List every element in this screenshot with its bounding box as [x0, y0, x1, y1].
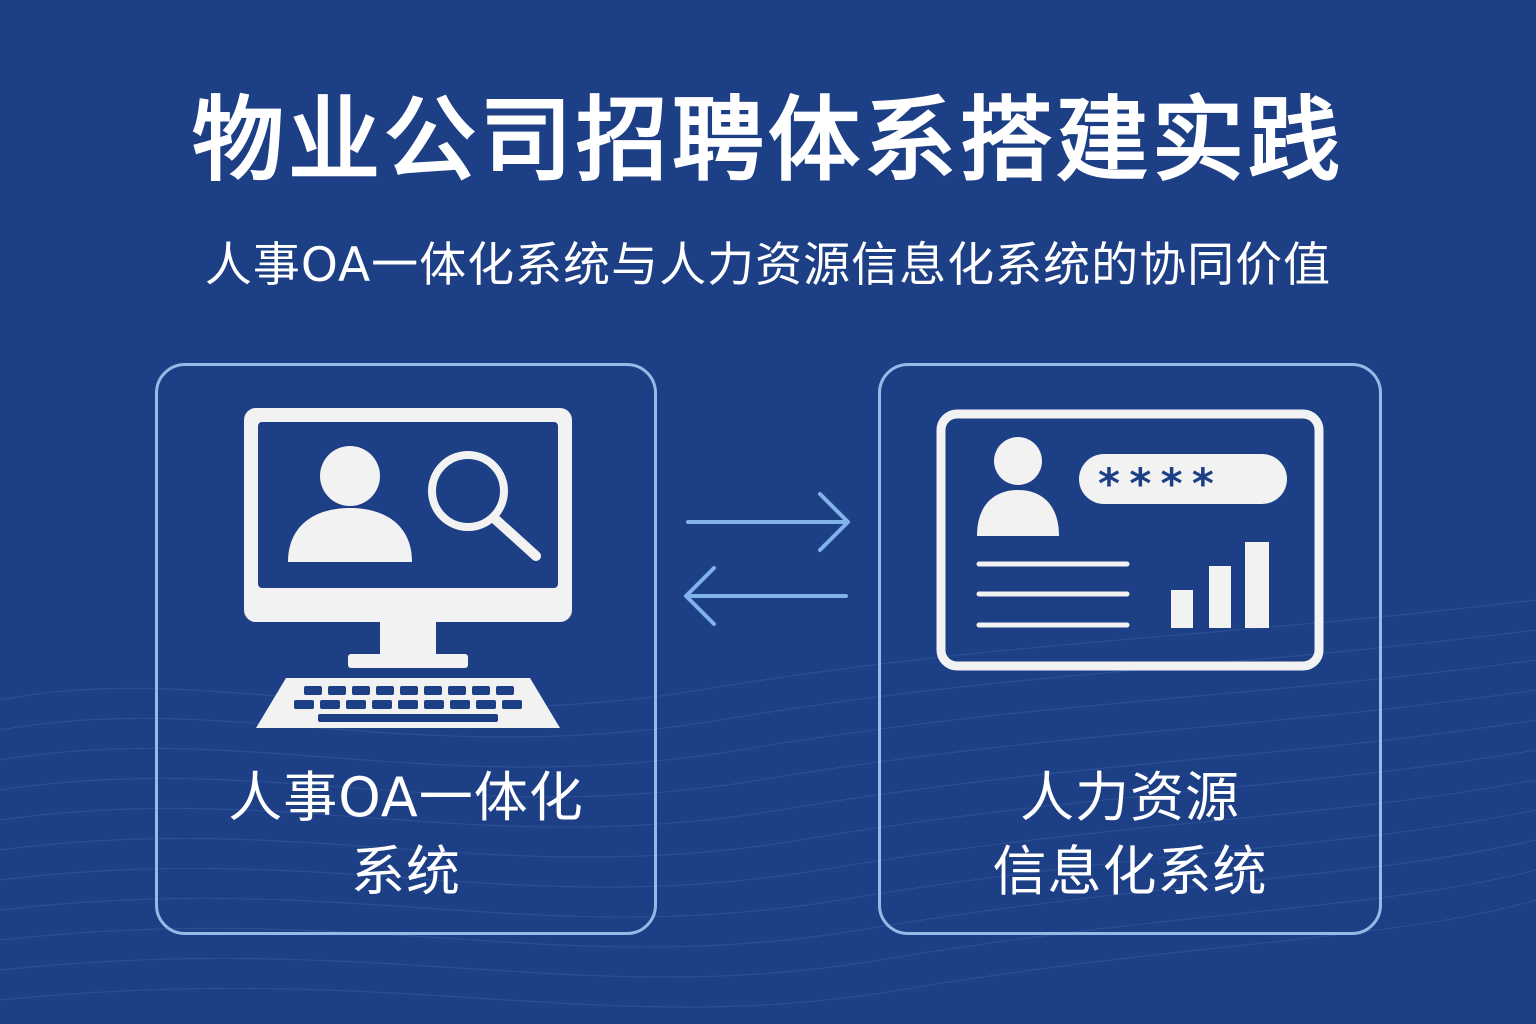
- hr-info-system-label: 人力资源 信息化系统: [881, 761, 1379, 909]
- hr-info-system-label-line1: 人力资源: [1020, 766, 1240, 829]
- computer-user-search-icon: [244, 408, 572, 728]
- keyboard-icon: [256, 678, 560, 728]
- bidirectional-arrows: [684, 492, 850, 626]
- hr-info-system-label-line2: 信息化系统: [992, 840, 1268, 903]
- user-icon: [320, 446, 380, 506]
- password-mask: ****: [1096, 459, 1221, 508]
- text-lines-icon: [976, 561, 1130, 628]
- id-card-password-chart-icon: ****: [936, 409, 1324, 671]
- oa-system-panel: 人事OA一体化 系统: [155, 363, 657, 935]
- oa-system-label-line2: 系统: [351, 840, 461, 903]
- user-icon: [977, 437, 1059, 536]
- arrow-left-icon: [684, 566, 848, 626]
- oa-system-label: 人事OA一体化 系统: [158, 761, 654, 909]
- password-field: [1079, 454, 1287, 504]
- search-icon: [428, 451, 541, 561]
- page-subtitle: 人事OA一体化系统与人力资源信息化系统的协同价值: [204, 238, 1332, 293]
- bar-chart-icon: [1171, 542, 1269, 628]
- arrow-right-icon: [686, 492, 850, 552]
- page-title: 物业公司招聘体系搭建实践: [191, 87, 1344, 194]
- oa-system-label-line1: 人事OA一体化: [228, 766, 584, 829]
- hr-info-system-panel: **** 人力资源 信息化系统: [878, 363, 1382, 935]
